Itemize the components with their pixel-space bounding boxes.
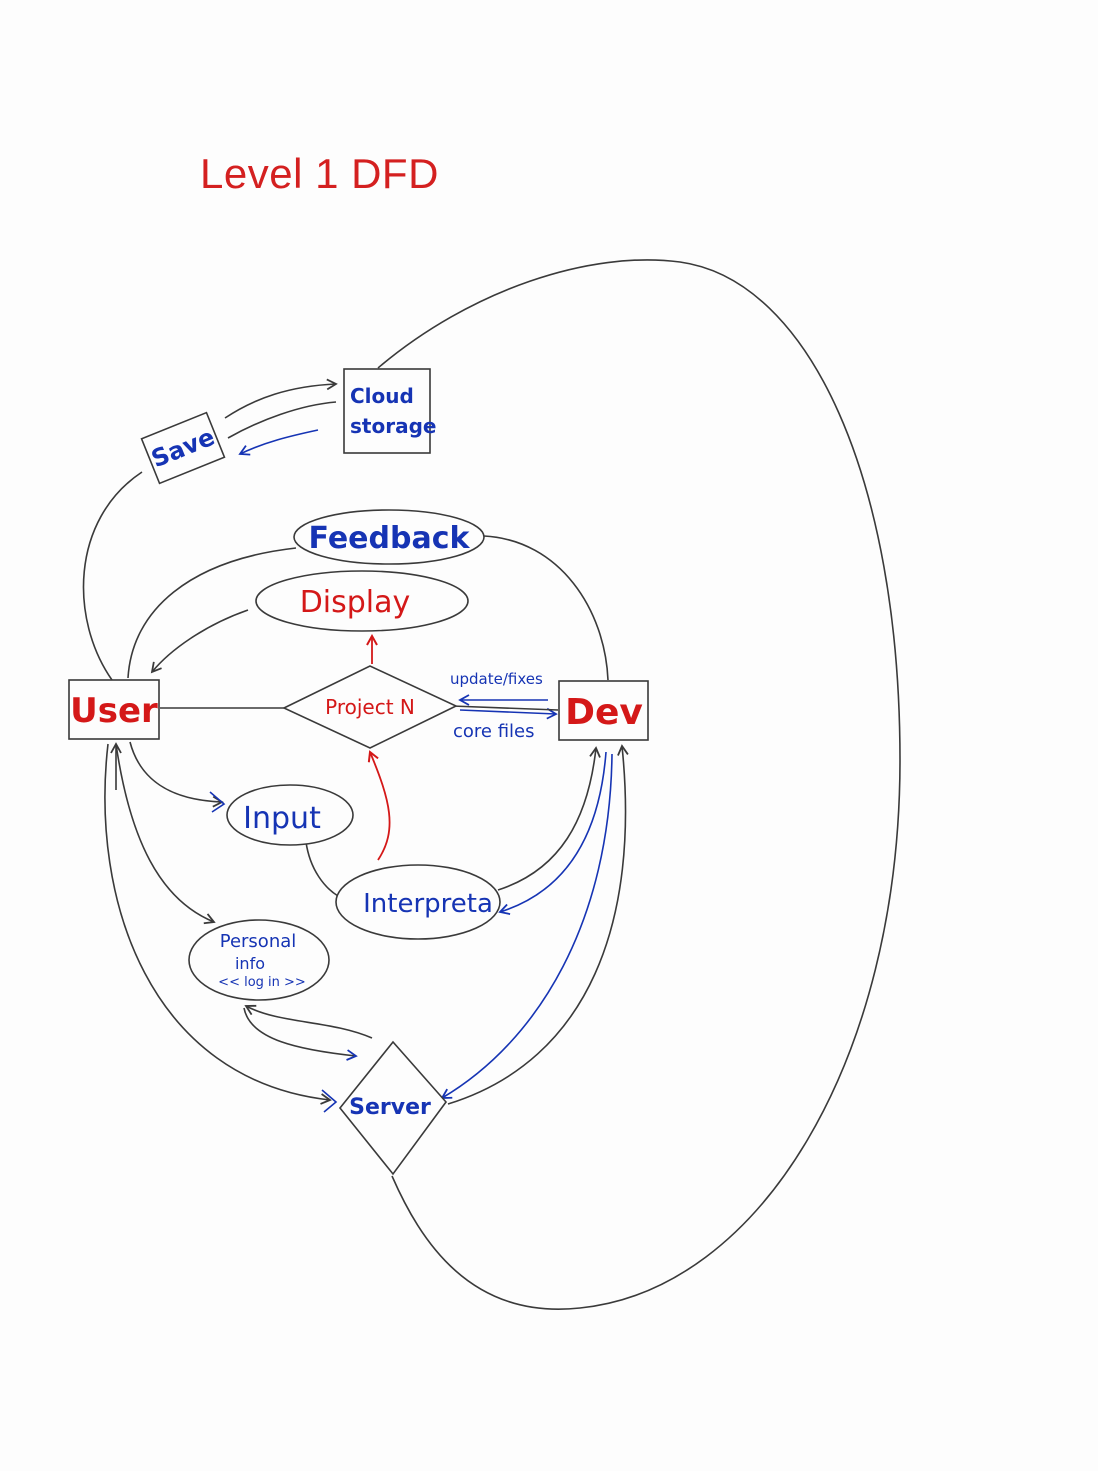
project-n-label: Project N [325,695,415,719]
edge-server-dev [447,744,629,1105]
personal-info-process [188,919,330,1001]
project-n-diamond [282,665,458,749]
cloud-storage-label-1: Cloud [350,384,414,408]
edge-personal-server [243,1007,358,1061]
edge-cloud-to-save-gray [227,401,337,439]
feedback-process [293,509,485,565]
dev-entity [558,680,649,741]
edge-cloud-server-loop [377,259,901,1310]
save-box [140,411,226,485]
edge-interpreta-project [370,752,391,861]
diagram-title: Level 1 DFD [200,150,439,197]
feedback-label: Feedback [309,521,471,556]
dev-label: Dev [565,692,643,733]
edge-interpreta-dev [497,746,601,891]
edge-display-user [150,609,249,674]
server-label: Server [349,1095,431,1120]
edge-save-to-cloud [224,378,338,419]
core-files-label: core files [453,721,535,742]
edge-feedback-dev [483,535,609,681]
edge-dev-interpreta [498,751,607,915]
interpreta-process [335,864,501,940]
user-entity [68,679,160,740]
cloud-storage-label-2: storage [350,414,436,438]
input-label: Input [243,801,321,836]
personal-info-label-3: << log in >> [218,975,306,990]
interpreta-label: Interpreta [363,889,493,919]
edge-user-input [129,741,224,808]
edge-project-dev-core [459,707,558,720]
edge-user-input-arrowhead [209,791,226,813]
edge-user-save [82,471,143,681]
edge-server-user [104,743,332,1105]
edge-server-personal [244,1004,373,1039]
update-fixes-label: update/fixes [450,670,543,688]
edge-dev-server [440,753,613,1099]
edge-user-personal [115,743,216,925]
cloud-storage-box [343,368,431,454]
user-label: User [70,691,158,731]
save-node: Save [140,411,226,485]
edge-cloud-to-save [238,429,319,456]
edge-input-interpreta [305,841,339,897]
personal-info-label-2: info [235,954,265,973]
display-process [255,570,469,632]
edge-user-feedback [127,547,297,679]
edge-user-server-arrowhead [321,1089,338,1113]
personal-info-label-1: Personal [220,931,297,952]
server-diamond [338,1040,448,1176]
edge-project-dev-line [451,705,559,711]
display-label: Display [300,585,411,620]
input-process [226,784,354,846]
